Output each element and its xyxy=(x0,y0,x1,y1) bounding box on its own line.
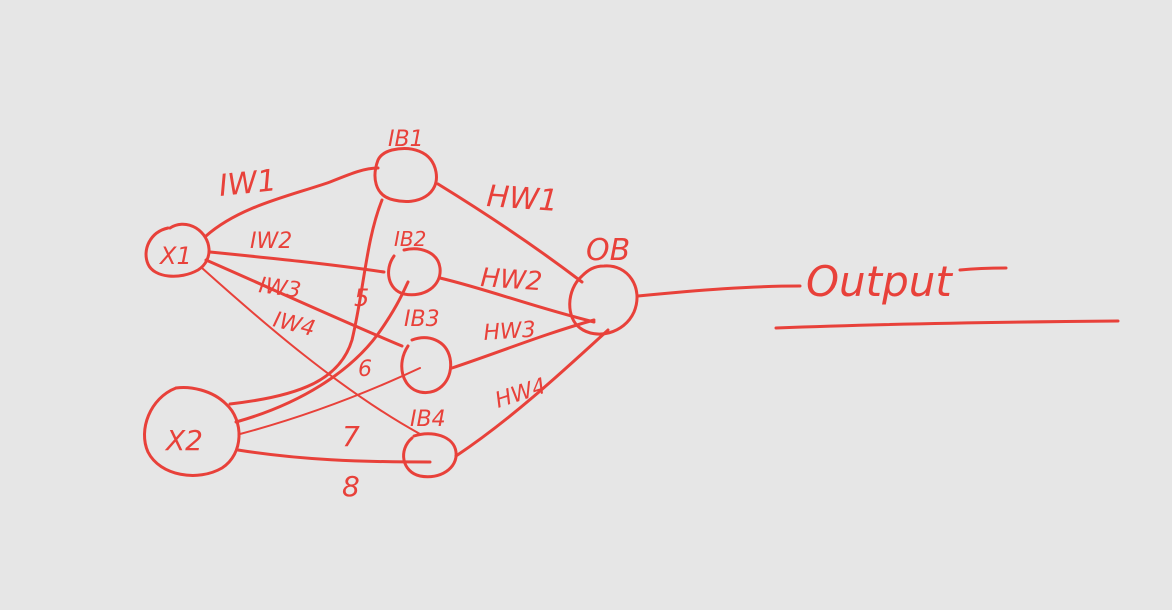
edge-x1-ib1 xyxy=(204,166,380,238)
label-iw2: IW2 xyxy=(250,229,292,254)
edge-ib3-ob xyxy=(450,318,596,370)
node-x1 xyxy=(144,222,211,278)
node-ib4 xyxy=(402,432,458,479)
label-x1: X1 xyxy=(158,242,192,270)
label-hw3: HW3 xyxy=(483,317,537,346)
label-hw2: HW2 xyxy=(480,263,544,297)
edge-x2-ib2 xyxy=(234,280,410,424)
edge-x1-ib3 xyxy=(204,258,404,348)
label-ob: OB xyxy=(586,233,630,268)
label-iw3: IW3 xyxy=(257,273,302,304)
label-output: Output xyxy=(806,257,953,306)
label-hw1: HW1 xyxy=(485,179,559,219)
edge-x1-ib2 xyxy=(208,250,386,274)
label-iw1: IW1 xyxy=(217,163,278,204)
label-ib2: IB2 xyxy=(394,227,426,251)
label-iw4: IW4 xyxy=(271,308,318,342)
edge-ib2-ob xyxy=(438,276,596,324)
edge-ib4-ob xyxy=(454,328,610,458)
label-ib4: IB4 xyxy=(410,407,446,432)
edge-ib1-ob xyxy=(436,182,584,284)
node-ob xyxy=(568,264,639,336)
edge-x1-ib4 xyxy=(201,267,421,435)
label-w6: 6 xyxy=(358,357,372,382)
node-x2 xyxy=(143,386,241,477)
edge-x2-ib4 xyxy=(236,448,432,464)
edge-x2-ib1 xyxy=(228,198,384,406)
label-w5: 5 xyxy=(354,284,369,312)
label-x2: X2 xyxy=(164,424,203,457)
output-underline xyxy=(774,319,1120,330)
label-ib1: IB1 xyxy=(388,127,424,152)
label-w7: 7 xyxy=(342,420,360,453)
output-tail-stroke xyxy=(958,266,1008,272)
label-ib3: IB3 xyxy=(404,307,440,332)
node-ib3 xyxy=(400,336,453,395)
edge-x2-ib3 xyxy=(239,367,421,435)
node-ib1 xyxy=(373,147,438,203)
node-ib2 xyxy=(387,247,442,297)
label-w8: 8 xyxy=(342,470,360,503)
edge-ob-output xyxy=(636,284,802,298)
